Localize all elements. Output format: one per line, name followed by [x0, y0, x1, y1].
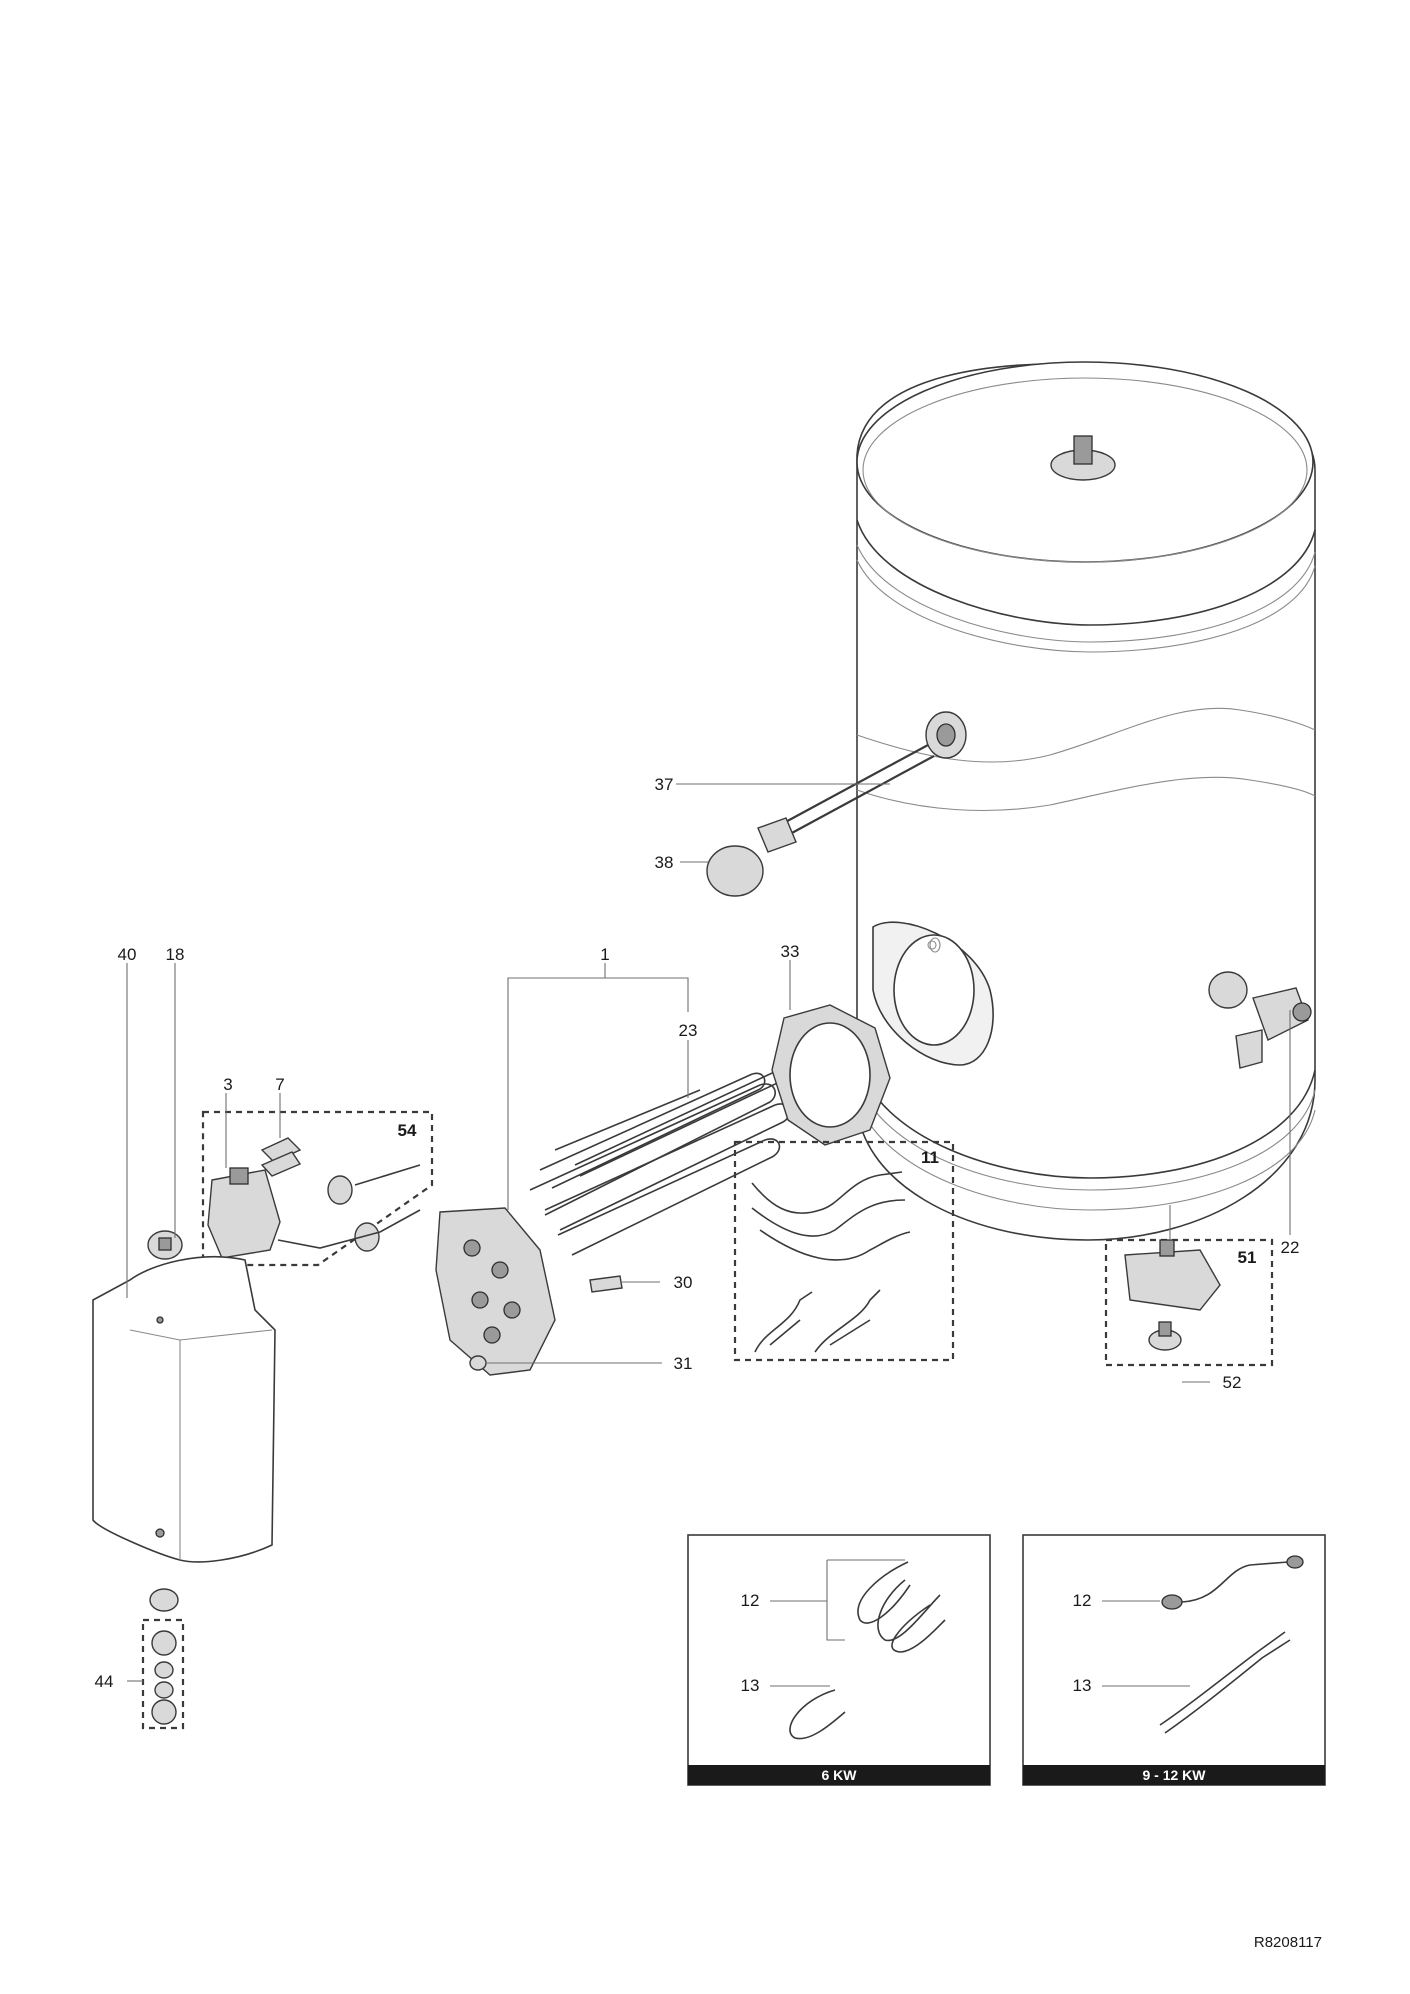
callout-7: 7: [275, 1075, 284, 1094]
callout-31: 31: [674, 1354, 693, 1373]
callout-54: 54: [398, 1121, 417, 1140]
kit-item-12: 12: [741, 1591, 760, 1610]
callout-33: 33: [781, 942, 800, 961]
callout-40: 40: [118, 945, 137, 964]
kit-band-9-12kw: [1023, 1765, 1325, 1785]
callout-37: 37: [655, 775, 674, 794]
callout-22: 22: [1281, 1238, 1300, 1257]
callout-38: 38: [655, 853, 674, 872]
kit-item-13: 13: [1073, 1676, 1092, 1695]
kit-panel-9-12kw: 9 - 12 KW 12 13: [1022, 1534, 1326, 1786]
callout-52: 52: [1223, 1373, 1242, 1392]
terminal-cover: [92, 1230, 276, 1563]
callout-23: 23: [679, 1021, 698, 1040]
water-cylinder: [856, 361, 1316, 1241]
callout-44: 44: [95, 1672, 114, 1691]
thermostat-kit: [201, 1110, 434, 1267]
leader-lines: [126, 783, 1291, 1682]
kit-band-6kw: [688, 1765, 990, 1785]
kit-panel-6kw: 6 KW 12 13: [687, 1534, 991, 1786]
cable-gland-kit: [141, 1588, 185, 1730]
callout-11: 11: [921, 1148, 939, 1167]
reference-code: R8208117: [1254, 1934, 1322, 1951]
callout-3: 3: [223, 1075, 232, 1094]
callout-1: 1: [600, 945, 609, 964]
wiring-kit: [733, 1140, 955, 1362]
callout-51: 51: [1238, 1248, 1257, 1267]
kit-item-12: 12: [1073, 1591, 1092, 1610]
callout-18: 18: [166, 945, 185, 964]
callout-30: 30: [674, 1273, 693, 1292]
callout-labels: 1 3 7 11 18 22 23 30 31 33 37 38 40 44 5…: [95, 775, 1300, 1691]
kit-band-label: 9 - 12 KW: [1142, 1767, 1206, 1783]
immersion-heater-assembly: [435, 744, 935, 1376]
kit-band-label: 6 KW: [822, 1767, 858, 1783]
adjustable-foot-kit: [1104, 1238, 1274, 1367]
kit-item-13: 13: [741, 1676, 760, 1695]
